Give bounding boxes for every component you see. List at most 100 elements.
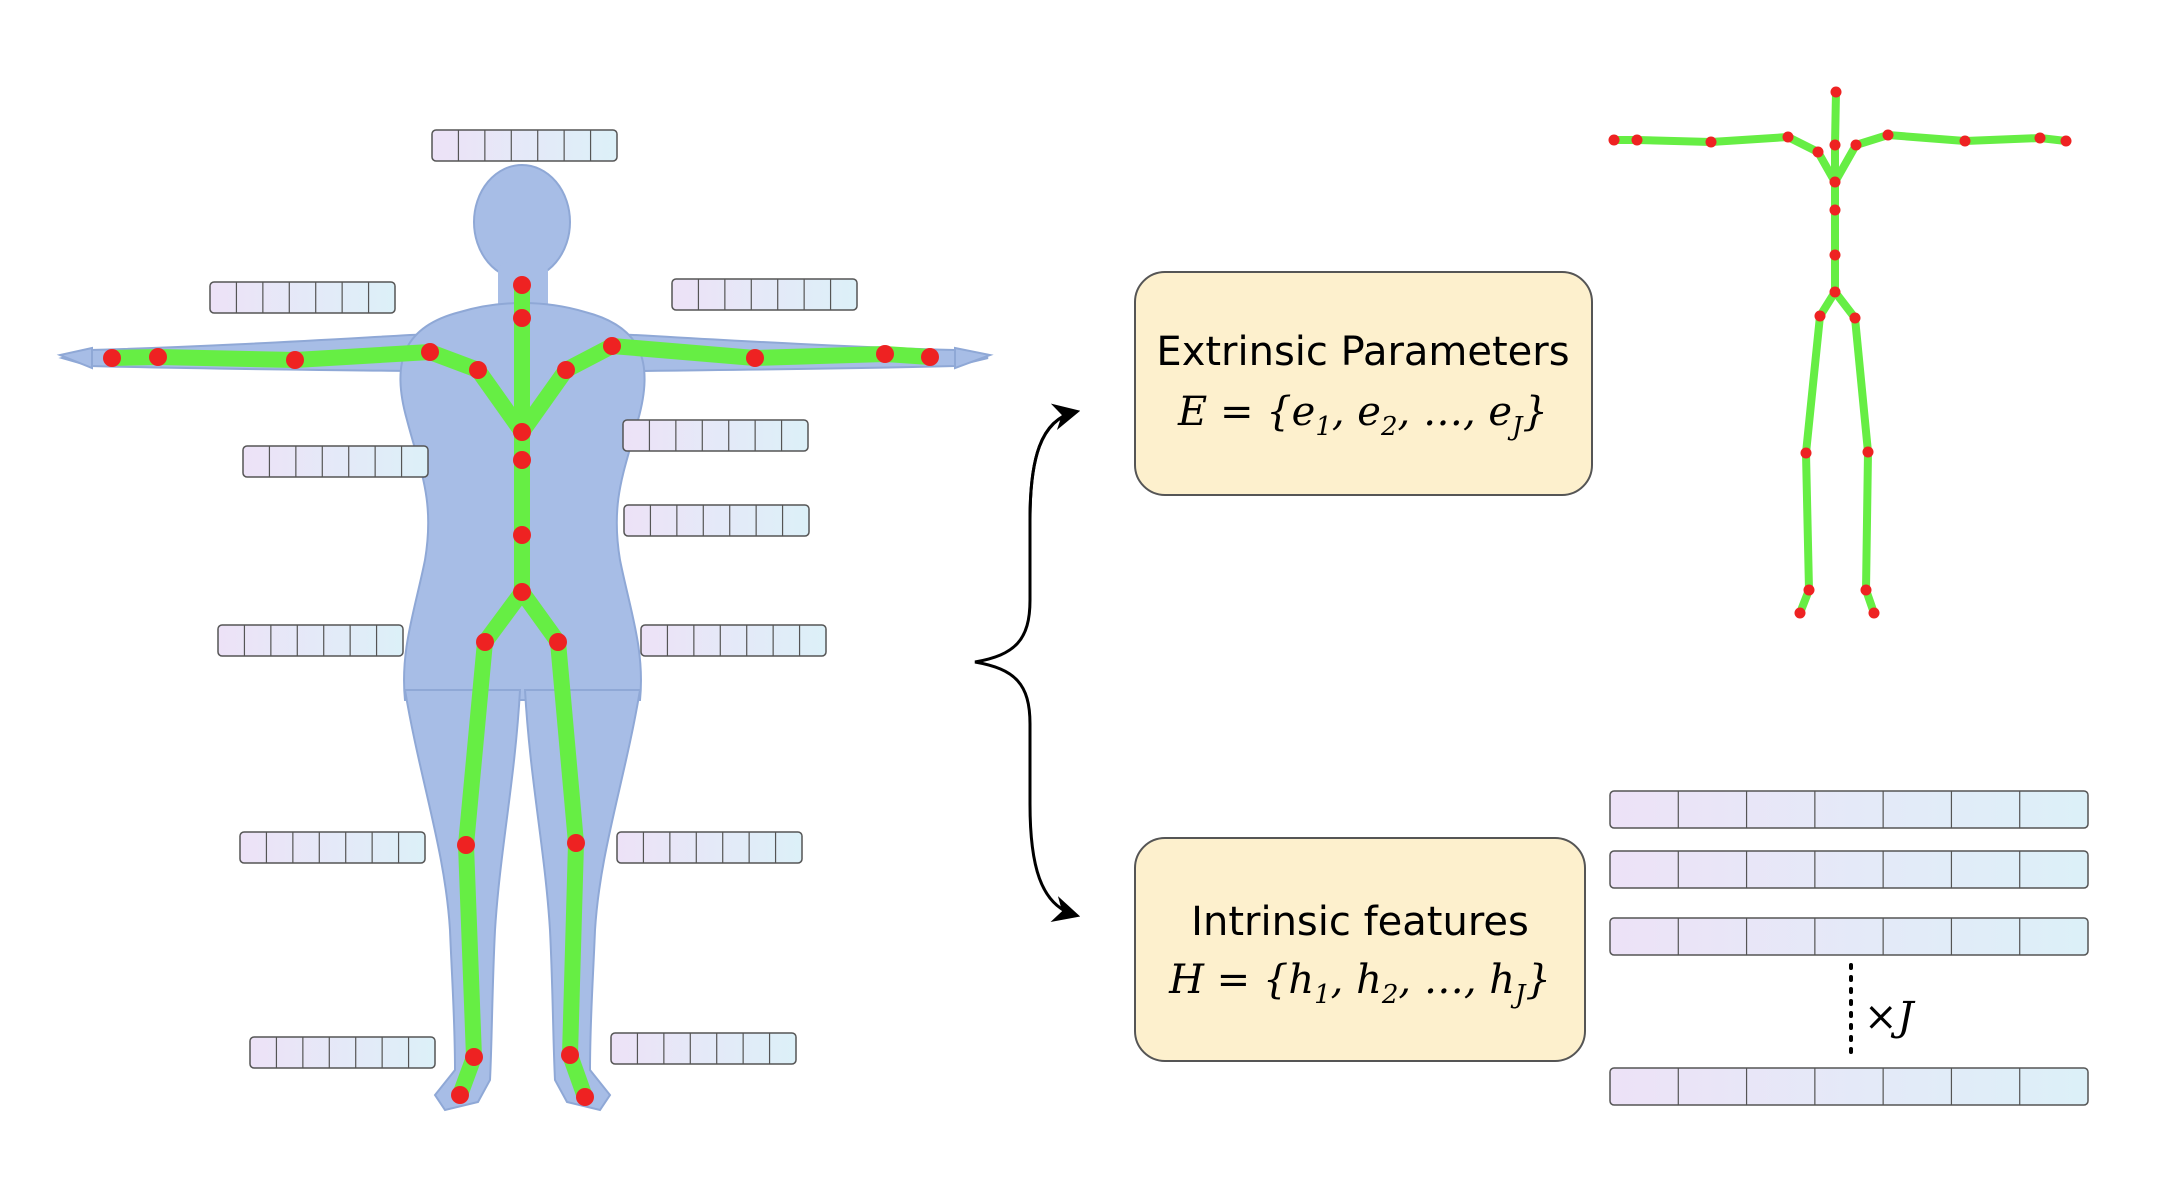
joint-spine3 [513, 583, 531, 601]
joint-rsho [603, 337, 621, 355]
skel-joint-lsho [1782, 131, 1794, 143]
feature-vector-4 [242, 445, 429, 478]
skel-bone-pelvis-lcol [1814, 148, 1839, 186]
joint-rank [561, 1046, 579, 1064]
skel-joint-lank [1803, 584, 1815, 596]
stack-vector-1 [1609, 790, 2089, 829]
skel-bone-rkn-rank [1862, 448, 1872, 594]
skel-bone-lhip-lkn [1802, 312, 1824, 457]
feature-vector-5 [622, 419, 809, 452]
joint-lcol [469, 361, 487, 379]
skel-joint-rhip [1849, 312, 1861, 324]
skel-joint-head [1830, 86, 1842, 98]
joint-spine2 [513, 526, 531, 544]
joint-spine1 [513, 451, 531, 469]
body-right-leg [523, 689, 642, 1112]
skel-bone-rhip-rkn [1851, 314, 1872, 456]
skel-joint-lcol [1812, 146, 1824, 158]
joint-lhip [476, 633, 494, 651]
joint-feature-vectors [209, 129, 858, 1069]
bone-spine3-lhip [477, 584, 530, 650]
joint-relb [746, 349, 764, 367]
feature-vector-12 [610, 1032, 797, 1065]
skel-joint-pelvis [1829, 176, 1841, 188]
extrinsic-formula: E = {e1, e2, …, eJ} [1177, 389, 1548, 442]
feature-vector-1 [431, 129, 618, 162]
skel-bone-lelb-lwri [1633, 136, 1715, 146]
joint-lfoot [451, 1086, 469, 1104]
intrinsic-feature-stack [1609, 790, 2089, 1106]
skel-joint-neck [1829, 139, 1841, 151]
extrinsic-title: Extrinsic Parameters [1156, 329, 1569, 375]
skel-joint-sp2 [1829, 249, 1841, 261]
feature-vector-7 [217, 624, 404, 657]
joint-neck [513, 309, 531, 327]
joint-lknee [457, 836, 475, 854]
extrinsic-skeleton-bones [1610, 88, 2070, 617]
joint-rhip [549, 633, 567, 651]
bone-pelvis-rcol [514, 362, 574, 440]
bone-spine3-rhip [514, 584, 566, 650]
skel-joint-rwri [2034, 132, 2046, 144]
joint-rknee [567, 834, 585, 852]
feature-vector-9 [239, 831, 426, 864]
bone-lknee-lank [458, 837, 482, 1065]
joint-lelb [286, 351, 304, 369]
joint-head [513, 276, 531, 294]
bone-rhip-rknee [550, 634, 584, 851]
extrinsic-parameters-box: Extrinsic Parameters E = {e1, e2, …, eJ} [1134, 271, 1593, 496]
bone-pelvis-lcol [470, 362, 530, 440]
joint-lhand [103, 349, 121, 367]
skel-joint-sp3 [1829, 286, 1841, 298]
feature-vector-6 [623, 504, 810, 537]
skel-bone-head-neck [1831, 88, 1840, 149]
skel-joint-lkn [1800, 447, 1812, 459]
intrinsic-features-box: Intrinsic features H = {h1, h2, …, hJ} [1134, 837, 1586, 1062]
bone-lhip-lknee [458, 634, 493, 853]
skel-joint-lwri [1631, 134, 1643, 146]
skel-bone-lkn-lank [1802, 449, 1813, 594]
feature-vector-3 [671, 278, 858, 311]
bone-rknee-rank [562, 835, 584, 1063]
skel-bone-relb-rwri [1961, 134, 2044, 145]
stack-vector-4 [1609, 1067, 2089, 1106]
skel-bone-lcol-lsho [1784, 133, 1822, 156]
bone-rsho-relb [604, 338, 763, 366]
joint-pelvis [513, 423, 531, 441]
curly-brace [974, 403, 1081, 923]
skel-joint-rft [1868, 607, 1880, 619]
stack-vector-2 [1609, 850, 2089, 889]
joint-lsho [421, 343, 439, 361]
bone-lsho-lelb [287, 344, 438, 368]
skel-joint-relb [1959, 135, 1971, 147]
feature-vector-10 [616, 831, 803, 864]
stack-vector-3 [1609, 917, 2089, 956]
bone-relb-rwri [747, 346, 893, 366]
repeat-label: ×J [1864, 994, 1916, 1040]
skel-bone-lsho-lelb [1707, 133, 1792, 146]
joint-rwri [876, 345, 894, 363]
skel-joint-lhand [1608, 134, 1620, 146]
body-left-hand [56, 346, 93, 370]
skel-joint-rank [1860, 584, 1872, 596]
feature-vector-11 [249, 1036, 436, 1069]
skel-joint-rsho [1882, 129, 1894, 141]
intrinsic-title: Intrinsic features [1191, 899, 1529, 945]
joint-lank [465, 1048, 483, 1066]
joint-rcol [557, 361, 575, 379]
bone-lelb-lwri [150, 349, 303, 368]
feature-vector-8 [640, 624, 827, 657]
skel-joint-rhand [2060, 135, 2072, 147]
body-right-hand [954, 346, 994, 370]
skel-joint-lft [1794, 607, 1806, 619]
skel-joint-lelb [1705, 136, 1717, 148]
body-skeleton-joints [103, 276, 939, 1106]
skel-joint-rkn [1862, 446, 1874, 458]
joint-lwri [149, 348, 167, 366]
joint-rfoot [576, 1088, 594, 1106]
body-head [473, 164, 571, 280]
skel-bone-rcol-rsho [1852, 131, 1892, 149]
extrinsic-skeleton-joints [1608, 86, 2072, 619]
joint-rhand [921, 348, 939, 366]
